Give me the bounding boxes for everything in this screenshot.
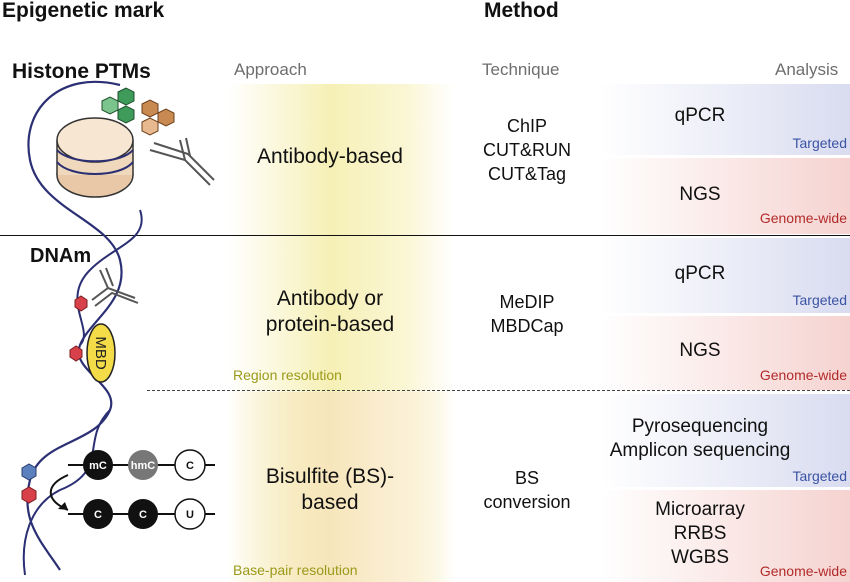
dna-strand-icon (22, 409, 111, 576)
targeted-tag-3: Targeted (792, 468, 847, 484)
histone-ptms-label: Histone PTMs (12, 60, 151, 83)
epigenetic-mark-header: Epigenetic mark (2, 0, 165, 22)
technique-bs: BS (514, 468, 539, 488)
c-label: C (94, 509, 102, 521)
analysis-pyrosequencing: Pyrosequencing (631, 416, 769, 437)
targeted-bg-3 (600, 394, 850, 488)
analysis-amplicon-sequencing: Amplicon sequencing (609, 440, 791, 461)
base-pair-resolution-label: Base-pair resolution (233, 562, 358, 578)
u-nucleotide-icon (174, 498, 206, 530)
antibody-icon (149, 137, 215, 186)
mc-label: mC (89, 460, 107, 472)
technique-medip: MeDIP (499, 292, 555, 312)
technique-cutrun: CUT&RUN (483, 140, 571, 160)
technique-list-1: ChIP CUT&RUN CUT&Tag (442, 114, 612, 186)
methyl-mark-icon (74, 295, 88, 312)
genomewide-bg-3 (600, 490, 850, 582)
mc-nucleotide-icon (83, 450, 113, 480)
approach-bg-bs (228, 392, 454, 582)
band-gap-1 (600, 155, 850, 158)
epigenetic-illustration: MBD mC hmC C C C U (21, 80, 215, 576)
approach-line: Antibody-based (257, 145, 403, 168)
approach-antibody-or-protein: Antibody or protein-based (220, 286, 440, 338)
technique-conversion: conversion (483, 492, 571, 512)
bs-conversion-diagram: mC hmC C C C U (49, 449, 215, 530)
approach-line: Bisulfite (BS)- (265, 465, 395, 488)
u-label: U (186, 509, 194, 521)
hmc-nucleotide-icon (128, 450, 158, 480)
genomewide-tag-2: Genome-wide (759, 367, 847, 383)
c-label: C (186, 460, 194, 472)
technique-mbdcap: MBDCap (490, 316, 564, 336)
methyl-mark-icon (69, 345, 83, 362)
methyl-mark-icon (21, 486, 37, 504)
resolution-divider (147, 390, 850, 391)
targeted-bg-2 (600, 238, 850, 314)
mbd-label: MBD (92, 336, 109, 370)
band-gap-3 (600, 487, 850, 490)
technique-chip: ChIP (506, 116, 548, 136)
analysis-ngs-1: NGS (679, 184, 721, 205)
analysis-qpcr-1: qPCR (674, 105, 726, 126)
nucleosome-icon (56, 117, 134, 198)
approach-column-header: Approach (234, 60, 307, 79)
genomewide-bg-1 (600, 158, 850, 234)
technique-list-3: BS conversion (442, 466, 612, 514)
hydroxymethyl-mark-icon (21, 463, 37, 481)
analysis-targeted-list-3: Pyrosequencing Amplicon sequencing (580, 415, 820, 463)
section-divider (0, 235, 850, 236)
antibody-icon (91, 267, 139, 307)
region-resolution-label: Region resolution (233, 367, 342, 383)
approach-line: based (301, 491, 359, 514)
targeted-bg-1 (600, 84, 850, 156)
analysis-rrbs: RRBS (673, 523, 727, 544)
method-header: Method (484, 0, 559, 22)
band-gap-2 (600, 313, 850, 316)
mbd-protein-icon (86, 323, 116, 383)
analysis-microarray: Microarray (655, 499, 745, 520)
analysis-ngs-2: NGS (679, 340, 721, 361)
technique-cuttag: CUT&Tag (487, 164, 567, 184)
dna-strand-icon (76, 209, 143, 346)
dnam-label: DNAm (30, 245, 92, 267)
histone-ptm-hexagons-icon (101, 87, 175, 136)
genomewide-bg-2 (600, 316, 850, 390)
analysis-wgbs: WGBS (670, 547, 730, 568)
c-nucleotide-icon (174, 449, 206, 481)
targeted-tag-1: Targeted (792, 135, 847, 151)
analysis-column-header: Analysis (775, 60, 839, 79)
approach-line: Antibody or (276, 287, 384, 310)
approach-bisulfite: Bisulfite (BS)- based (220, 464, 440, 516)
genomewide-tag-3: Genome-wide (759, 563, 847, 579)
analysis-genomewide-list-3: Microarray RRBS WGBS (600, 498, 800, 570)
technique-list-2: MeDIP MBDCap (442, 290, 612, 338)
genomewide-tag-1: Genome-wide (759, 210, 847, 226)
c-nucleotide-icon (128, 499, 158, 529)
technique-column-header: Technique (482, 60, 560, 79)
analysis-qpcr-2: qPCR (674, 263, 726, 284)
c-nucleotide-icon (83, 499, 113, 529)
c-label: C (139, 509, 147, 521)
approach-line: protein-based (265, 313, 395, 336)
hmc-label: hmC (131, 460, 156, 472)
targeted-tag-2: Targeted (792, 292, 847, 308)
approach-antibody-based: Antibody-based (220, 144, 440, 170)
